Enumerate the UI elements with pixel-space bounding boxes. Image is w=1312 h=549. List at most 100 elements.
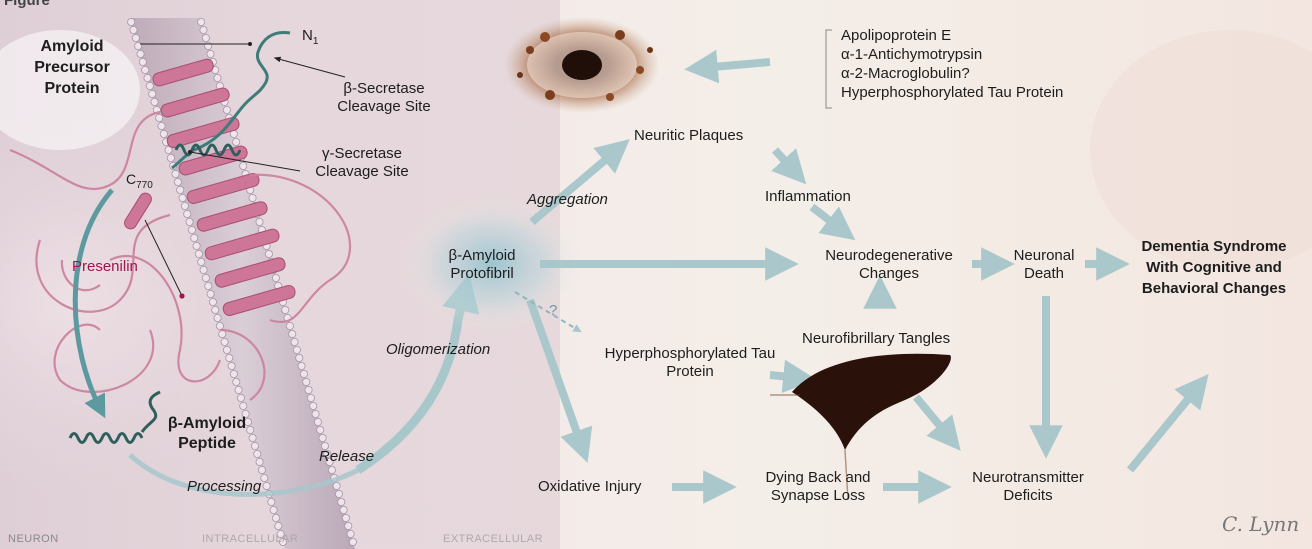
membrane-bead xyxy=(142,66,149,73)
aggregation-label: Aggregation xyxy=(527,191,608,209)
membrane-bead xyxy=(349,538,356,545)
membrane-bead xyxy=(200,266,207,273)
membrane-bead xyxy=(291,338,298,345)
membrane-bead xyxy=(188,226,195,233)
peptide-label: β-Amyloid Peptide xyxy=(152,414,262,454)
membrane-bead xyxy=(230,370,237,377)
membrane-bead xyxy=(240,162,247,169)
membrane-bead xyxy=(212,306,219,313)
presenilin-label: Presenilin xyxy=(72,258,138,276)
membrane-bead xyxy=(228,362,235,369)
membrane-bead xyxy=(184,210,191,217)
release-label: Release xyxy=(319,448,374,466)
membrane-bead xyxy=(226,354,233,361)
membrane-bead xyxy=(319,434,326,441)
membrane-bead xyxy=(202,34,209,41)
plaque-component: Apolipoprotein E xyxy=(841,26,1063,45)
membrane-bead xyxy=(258,466,265,473)
caption: Figure xyxy=(0,0,1312,14)
membrane-bead xyxy=(198,18,205,25)
membrane-bead xyxy=(195,250,202,257)
membrane-bead xyxy=(275,522,282,529)
hyperphosphorylated-tau-label: Hyperphosphorylated Tau Protein xyxy=(600,345,780,381)
membrane-bead xyxy=(347,530,354,537)
protofibril-label: β-Amyloid Protofibril xyxy=(432,247,532,283)
membrane-bead xyxy=(338,498,345,505)
membrane-bead xyxy=(312,410,319,417)
membrane-bead xyxy=(221,338,228,345)
membrane-bead xyxy=(303,378,310,385)
membrane-bead xyxy=(310,402,317,409)
membrane-bead xyxy=(207,290,214,297)
membrane-bead xyxy=(132,34,139,41)
membrane-bead xyxy=(216,322,223,329)
membrane-bead xyxy=(305,386,312,393)
membrane-bead xyxy=(256,218,263,225)
membrane-bead xyxy=(174,178,181,185)
c770-label: C770 xyxy=(126,170,153,195)
membrane-bead xyxy=(191,234,198,241)
membrane-bead xyxy=(158,122,165,129)
c770-text: C xyxy=(126,171,136,187)
membrane-bead xyxy=(307,394,314,401)
membrane-bead xyxy=(335,490,342,497)
question-mark: ? xyxy=(549,302,557,320)
membrane-bead xyxy=(202,274,209,281)
c770-subscript: 770 xyxy=(136,180,153,191)
membrane-bead xyxy=(333,482,340,489)
membrane-bead xyxy=(181,202,188,209)
membrane-bead xyxy=(223,346,230,353)
membrane-bead xyxy=(151,98,158,105)
inflammation-label: Inflammation xyxy=(765,188,851,206)
membrane-bead xyxy=(237,394,244,401)
neuritic-plaques-label: Neuritic Plaques xyxy=(634,127,743,145)
plaque-components-list: Apolipoprotein E α-1-Antichymotrypsin α-… xyxy=(841,26,1063,102)
artist-signature: C. Lynn xyxy=(1222,515,1299,533)
membrane-bead xyxy=(205,42,212,49)
membrane-bead xyxy=(200,26,207,33)
gamma-secretase-label: γ-Secretase Cleavage Site xyxy=(302,145,422,181)
membrane-bead xyxy=(235,386,242,393)
membrane-bead xyxy=(179,194,186,201)
membrane-bead xyxy=(177,186,184,193)
n1-label: N1 xyxy=(302,27,318,51)
membrane-bead xyxy=(135,42,142,49)
region-neuron: NEURON xyxy=(8,530,59,548)
membrane-bead xyxy=(205,282,212,289)
tangles-label: Neurofibrillary Tangles xyxy=(802,330,950,348)
n1-subscript: 1 xyxy=(313,36,319,47)
dying-back-label: Dying Back and Synapse Loss xyxy=(758,469,878,505)
plaque-image xyxy=(504,17,660,113)
membrane-bead xyxy=(172,170,179,177)
membrane-bead xyxy=(130,26,137,33)
membrane-bead xyxy=(342,514,349,521)
membrane-bead xyxy=(272,514,279,521)
membrane-bead xyxy=(286,322,293,329)
plaque-component: Hyperphosphorylated Tau Protein xyxy=(841,83,1063,102)
app-label: Amyloid Precursor Protein xyxy=(22,36,122,99)
n1-text: N xyxy=(302,27,313,44)
membrane-bead xyxy=(128,18,135,25)
membrane-bead xyxy=(240,402,247,409)
beta-secretase-label: β-Secretase Cleavage Site xyxy=(324,80,444,116)
caption-text: Figure xyxy=(4,0,50,9)
membrane-bead xyxy=(263,482,270,489)
membrane-bead xyxy=(207,50,214,57)
membrane-bead xyxy=(261,474,268,481)
oligomerization-label: Oligomerization xyxy=(386,341,490,359)
plaque-component: α-2-Macroglobulin? xyxy=(841,64,1063,83)
region-extracellular: EXTRACELLULAR xyxy=(443,530,543,548)
membrane-bead xyxy=(209,298,216,305)
membrane-bead xyxy=(270,506,277,513)
membrane-bead xyxy=(282,306,289,313)
processing-label: Processing xyxy=(187,478,261,496)
plaque-component: α-1-Antichymotrypsin xyxy=(841,45,1063,64)
membrane-bead xyxy=(214,314,221,321)
neurotransmitter-label: Neurotransmitter Deficits xyxy=(958,469,1098,505)
region-intracellular: INTRACELLULAR xyxy=(202,530,298,548)
membrane-bead xyxy=(219,330,226,337)
membrane-bead xyxy=(233,138,240,145)
membrane-bead xyxy=(186,218,193,225)
membrane-bead xyxy=(340,506,347,513)
